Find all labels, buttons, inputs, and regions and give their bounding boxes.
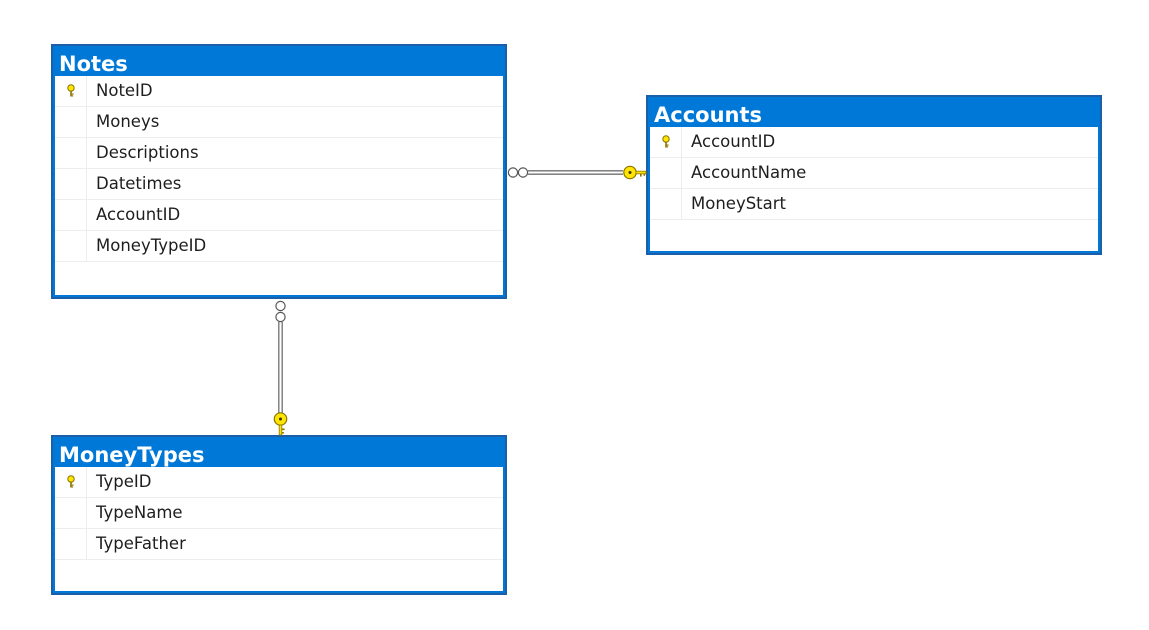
row-selector [650, 158, 682, 188]
row-selector [55, 169, 87, 199]
infinity-icon [275, 300, 286, 323]
table-columns-moneytypes: TypeID TypeName TypeFather [55, 467, 503, 591]
column-name: Descriptions [96, 143, 199, 162]
column-row-typeid[interactable]: TypeID [55, 467, 503, 498]
column-row-noteid[interactable]: NoteID [55, 76, 503, 107]
table-columns-accounts: AccountID AccountName MoneyStart [650, 127, 1098, 251]
column-name: Datetimes [96, 174, 182, 193]
table-title-moneytypes: MoneyTypes [59, 443, 205, 467]
table-accounts[interactable]: Accounts AccountID AccountName MoneyStar… [646, 95, 1102, 255]
column-name: NoteID [96, 81, 153, 100]
infinity-icon [507, 167, 529, 178]
column-row-accountid[interactable]: AccountID [55, 200, 503, 231]
column-row-descriptions[interactable]: Descriptions [55, 138, 503, 169]
row-selector [55, 231, 87, 261]
column-name: MoneyTypeID [96, 236, 207, 255]
key-icon [623, 165, 647, 180]
column-name: AccountID [96, 205, 181, 224]
row-selector [55, 138, 87, 168]
column-row-datetimes[interactable]: Datetimes [55, 169, 503, 200]
column-name: Moneys [96, 112, 160, 131]
table-notes[interactable]: Notes NoteID Moneys Descriptions Datetim… [51, 44, 507, 299]
relationship-notes-moneytypes[interactable] [273, 300, 288, 436]
row-selector [650, 189, 682, 219]
column-row-typename[interactable]: TypeName [55, 498, 503, 529]
column-name: TypeID [96, 472, 152, 491]
table-columns-notes: NoteID Moneys Descriptions Datetimes Acc… [55, 76, 503, 295]
key-icon [273, 412, 288, 436]
key-icon [66, 84, 75, 97]
column-row-moneys[interactable]: Moneys [55, 107, 503, 138]
table-moneytypes[interactable]: MoneyTypes TypeID TypeName TypeFather [51, 435, 507, 595]
row-selector [650, 127, 682, 157]
row-selector [55, 467, 87, 497]
column-row-moneystart[interactable]: MoneyStart [650, 189, 1098, 220]
row-selector [55, 200, 87, 230]
column-row-typefather[interactable]: TypeFather [55, 529, 503, 560]
relationship-notes-accounts[interactable] [507, 165, 647, 180]
key-icon [66, 475, 75, 488]
column-name: AccountName [691, 163, 807, 182]
row-selector [55, 76, 87, 106]
column-row-accountid[interactable]: AccountID [650, 127, 1098, 158]
column-name: TypeName [96, 503, 183, 522]
column-row-accountname[interactable]: AccountName [650, 158, 1098, 189]
column-name: AccountID [691, 132, 776, 151]
row-selector [55, 529, 87, 559]
row-selector [55, 107, 87, 137]
column-name: MoneyStart [691, 194, 787, 213]
row-selector [55, 498, 87, 528]
column-row-moneytypeid[interactable]: MoneyTypeID [55, 231, 503, 262]
key-icon [661, 135, 670, 148]
table-title-notes: Notes [59, 52, 128, 76]
column-name: TypeFather [96, 534, 186, 553]
table-title-accounts: Accounts [654, 103, 763, 127]
